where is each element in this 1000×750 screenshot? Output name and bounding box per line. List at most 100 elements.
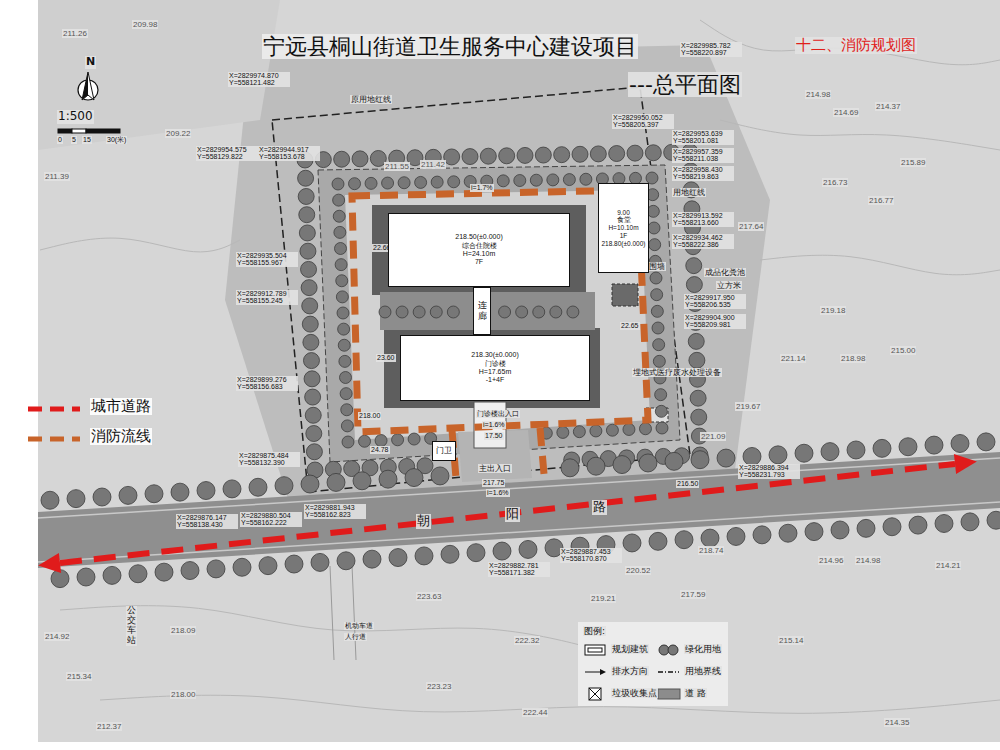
tree-symbol (648, 222, 660, 234)
tree-symbol (590, 146, 606, 162)
tree-symbol (301, 280, 317, 296)
tree-symbol (302, 316, 318, 332)
elevation-value: 220.52 (625, 566, 651, 575)
elevation-value: 219.21 (590, 594, 616, 603)
tree-symbol (701, 529, 719, 547)
tree-symbol (655, 405, 667, 417)
tree-symbol (382, 177, 394, 189)
tree-symbol (649, 532, 667, 550)
city-road-route (60, 464, 955, 563)
north-arrow (82, 72, 94, 100)
tree-symbol (352, 151, 368, 167)
tree-symbol (899, 438, 917, 456)
tree-symbol (67, 490, 85, 508)
tree-symbol (686, 277, 702, 293)
tree-symbol (415, 176, 427, 188)
map-label: 立方米 (716, 281, 742, 290)
tree-symbol (340, 372, 352, 384)
tree-symbol (171, 483, 189, 501)
entrance-road (458, 430, 532, 482)
contour-line (720, 120, 1000, 150)
tree-symbol (197, 482, 215, 500)
tree-symbol (554, 147, 570, 163)
tree-symbol (300, 243, 316, 259)
building-text: -1+4F (486, 376, 504, 384)
legend-swatch (658, 689, 680, 699)
tree-symbol (462, 149, 478, 165)
map-label: 用地红线 (672, 188, 706, 197)
map-label: 原用地红线 (350, 95, 392, 104)
elevation-value: 211.55 (384, 162, 410, 171)
building-box: 218.50(±0.000)综合住院楼H=24.10m7F (388, 213, 570, 287)
legend-line (28, 407, 80, 412)
map-label: 围墙 (648, 262, 666, 271)
tree-symbol (652, 322, 664, 334)
tree-symbol (499, 306, 511, 318)
elevation-value: 214.98 (805, 90, 831, 99)
legend-text: 消防流线 (90, 428, 152, 445)
map-label: 1:500 (57, 110, 94, 124)
tree-symbol (77, 568, 95, 586)
contour-line (60, 606, 600, 650)
tree-symbol (743, 447, 761, 465)
tree-symbol (467, 544, 485, 562)
elevation-value: 218.74 (698, 546, 724, 555)
tree-symbol (883, 518, 901, 536)
tree-symbol (335, 259, 347, 271)
map-label: 路 (592, 500, 607, 515)
coordinate-callout: X=2829944.917 Y=558153.678 (258, 146, 320, 161)
legend-building (588, 648, 602, 652)
tree-symbol (821, 443, 839, 461)
contour-line (700, 20, 1000, 65)
tree-symbol (415, 547, 433, 565)
tree-symbol (580, 173, 592, 185)
tree-symbol (675, 531, 693, 549)
map-label: 22.65 (620, 322, 640, 330)
legend-boundary (658, 671, 679, 673)
elevation-value: 221.09 (700, 432, 726, 441)
building-text: H=10.10m (608, 224, 638, 232)
fire-route (540, 428, 544, 474)
tree-symbol (363, 550, 381, 568)
legend-text: 城市道路 (90, 398, 152, 415)
elevation-value: 214.96 (818, 556, 844, 565)
coordinate-callout: X=2829886.394 Y=558231.793 (738, 464, 800, 479)
elevation-value: 218.00 (170, 690, 196, 699)
tree-symbol (342, 436, 354, 448)
tree-symbol (341, 420, 353, 432)
building-podium (372, 205, 586, 295)
tree-symbol (651, 305, 663, 317)
map-label: i=1.6% (482, 421, 506, 429)
tree-symbol (333, 194, 345, 206)
map-label: 218.00 (358, 412, 381, 420)
tree-symbol (365, 177, 377, 189)
tree-symbol (613, 456, 631, 474)
tree-symbol (655, 389, 667, 401)
tree-symbol (769, 446, 787, 464)
elevation-value: 215.34 (66, 672, 92, 681)
tree-symbol (145, 485, 163, 503)
legend-text: 绿化用地 (684, 644, 722, 654)
tree-symbol (627, 145, 643, 161)
elevation-value: 219.67 (735, 402, 761, 411)
tree-symbol (779, 524, 797, 542)
tree-symbol (639, 454, 657, 472)
map-label: 图例: (583, 626, 606, 636)
map-label: i=1.6% (486, 489, 510, 497)
tree-symbol (285, 555, 303, 573)
tree-symbol (977, 433, 995, 451)
tree-symbol (349, 178, 361, 190)
coordinate-callout: X=2829880.504 Y=558162.222 (240, 512, 302, 527)
side-road-line (352, 565, 356, 660)
legend-text: 排水方向 (611, 666, 649, 676)
tree-symbol (119, 486, 137, 504)
tree-symbol (857, 519, 875, 537)
map-label: 公交车站 (126, 606, 137, 646)
tree-symbol (925, 436, 943, 454)
tree-symbol (302, 298, 318, 314)
tree-symbol (987, 511, 1000, 529)
tree-symbol (656, 422, 668, 434)
tree-symbol (389, 549, 407, 567)
tree-symbol (497, 175, 509, 187)
tree-symbol (392, 434, 404, 446)
